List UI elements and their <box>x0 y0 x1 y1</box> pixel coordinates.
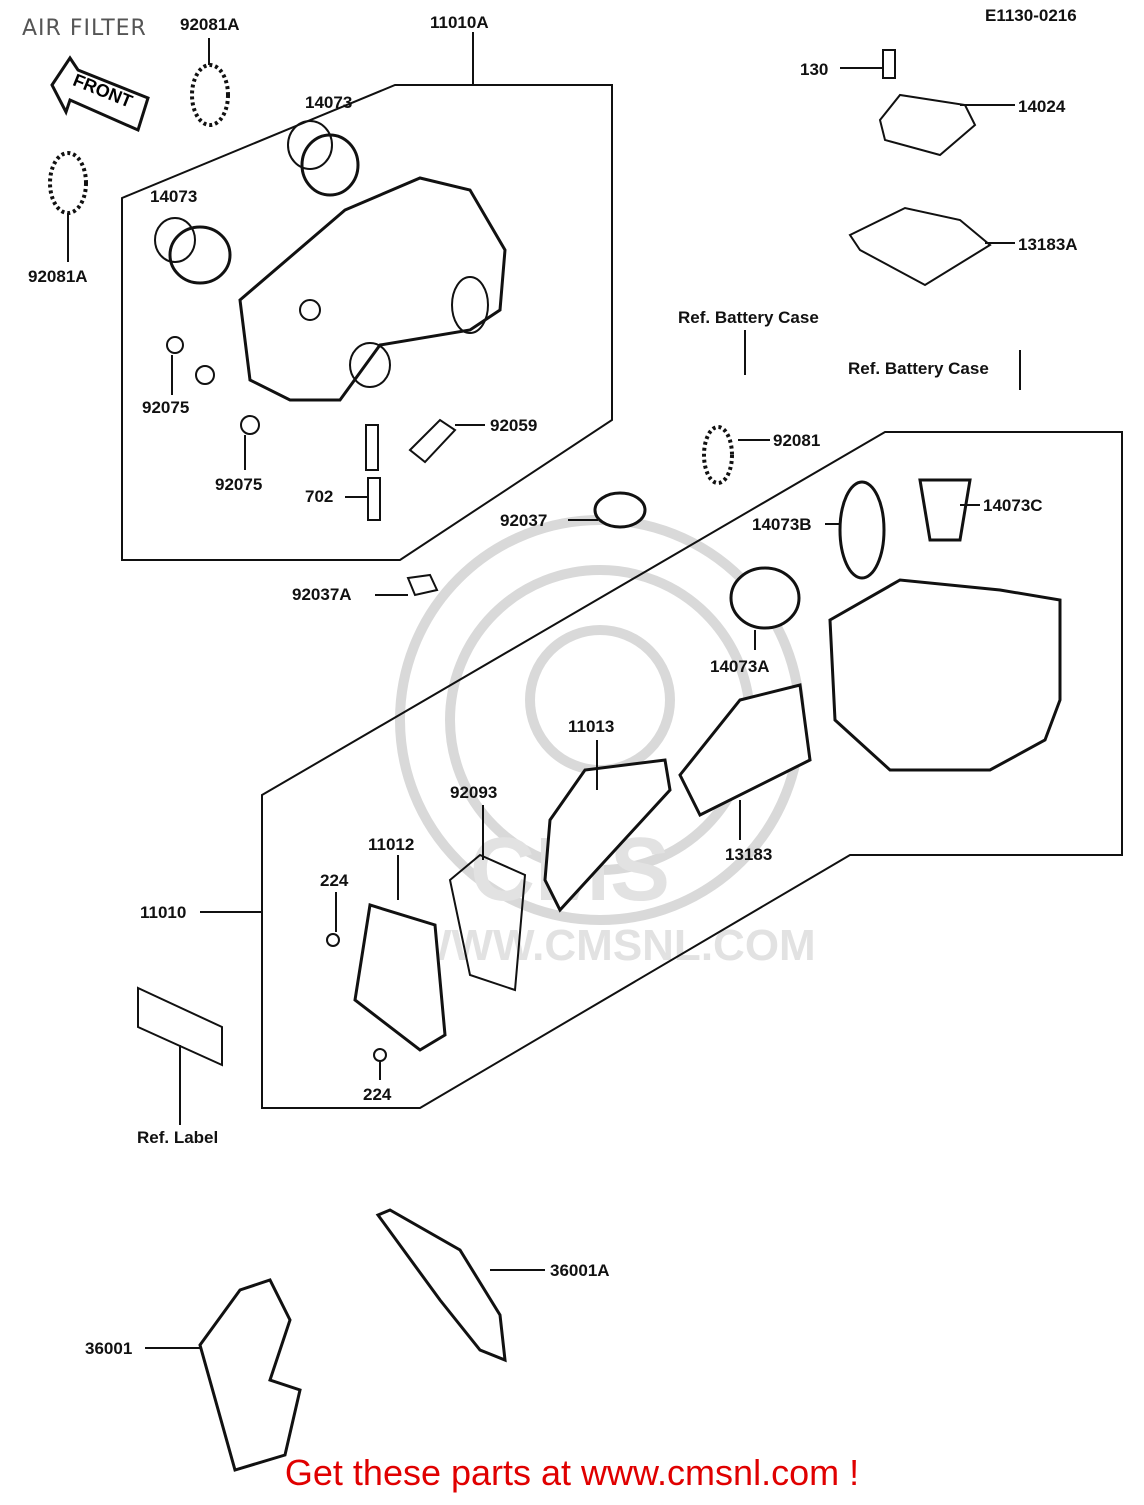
page-title: AIR FILTER <box>22 16 147 41</box>
label-224-b: 224 <box>363 1085 392 1104</box>
element-11013 <box>543 758 672 913</box>
label-11013: 11013 <box>568 717 614 736</box>
label-702: 702 <box>305 487 333 506</box>
o-ring-92081A-top <box>190 63 230 127</box>
label-36001: 36001 <box>85 1339 132 1358</box>
label-14073C: 14073C <box>983 496 1043 515</box>
label-14073B: 14073B <box>752 515 812 534</box>
pin-702-lower <box>367 477 381 521</box>
screen-13183 <box>678 683 812 818</box>
label-ref-battery-case-1: Ref. Battery Case <box>678 308 819 327</box>
ref-label-plate <box>137 986 223 1067</box>
lower-housing-case <box>828 578 1062 772</box>
label-ref-label: Ref. Label <box>137 1128 218 1147</box>
label-92059: 92059 <box>490 416 537 435</box>
air-filter-upper-housing <box>238 176 507 402</box>
label-11012: 11012 <box>368 835 414 854</box>
footer-link-text[interactable]: Get these parts at www.cmsnl.com ! <box>284 1452 860 1493</box>
label-14073-a: 14073 <box>305 93 352 112</box>
duct-14073A <box>729 566 801 630</box>
label-ref-battery-case-2: Ref. Battery Case <box>848 359 989 378</box>
clamp-92037 <box>593 491 647 529</box>
cover-36001 <box>198 1278 302 1472</box>
cover-36001A <box>375 1208 507 1363</box>
lower-housing-frame <box>261 431 1123 1109</box>
screw-224-a <box>326 933 340 947</box>
nut-92075-a <box>166 336 184 354</box>
label-224-a: 224 <box>320 871 349 890</box>
watermark-url-text: WWW.CMSNL.COM <box>410 921 816 970</box>
label-92075-b: 92075 <box>215 475 262 494</box>
label-92093: 92093 <box>450 783 497 802</box>
clamp-92037A <box>406 573 439 597</box>
label-130: 130 <box>800 60 828 79</box>
grommet <box>195 365 215 385</box>
label-14073-b: 14073 <box>150 187 197 206</box>
duct-14073C <box>918 478 972 542</box>
label-14073A: 14073A <box>710 657 770 676</box>
upper-housing-frame <box>121 84 613 561</box>
label-11010A: 11010A <box>430 13 489 32</box>
leader-lines <box>67 32 1021 1349</box>
label-36001A: 36001A <box>550 1261 610 1280</box>
label-92081: 92081 <box>773 431 820 450</box>
gasket-92093 <box>448 853 527 992</box>
nut-92075-b <box>240 415 260 435</box>
label-92081A-top: 92081A <box>180 15 240 34</box>
label-92037A: 92037A <box>292 585 352 604</box>
cover-14024 <box>878 93 977 157</box>
hose-92059 <box>408 418 457 464</box>
o-ring-92081 <box>702 425 734 485</box>
label-14024: 14024 <box>1018 97 1066 116</box>
cover-11012 <box>353 903 447 1052</box>
pin-702-upper <box>365 424 379 471</box>
intake-duct-14073-left <box>154 217 232 285</box>
label-92081A-left: 92081A <box>28 267 88 286</box>
front-arrow: FRONT <box>50 55 150 133</box>
label-92075-a: 92075 <box>142 398 189 417</box>
screw-224-b <box>373 1048 387 1062</box>
label-11010: 11010 <box>140 903 186 922</box>
label-13183A: 13183A <box>1018 235 1078 254</box>
duct-14073B <box>838 480 886 580</box>
label-92037: 92037 <box>500 511 547 530</box>
bolt-130 <box>882 49 896 79</box>
diagram-code: E1130-0216 <box>985 6 1077 25</box>
o-ring-92081A-left <box>48 151 88 215</box>
label-13183: 13183 <box>725 845 772 864</box>
bracket-13183A <box>848 206 992 287</box>
intake-duct-14073-top <box>287 120 360 197</box>
